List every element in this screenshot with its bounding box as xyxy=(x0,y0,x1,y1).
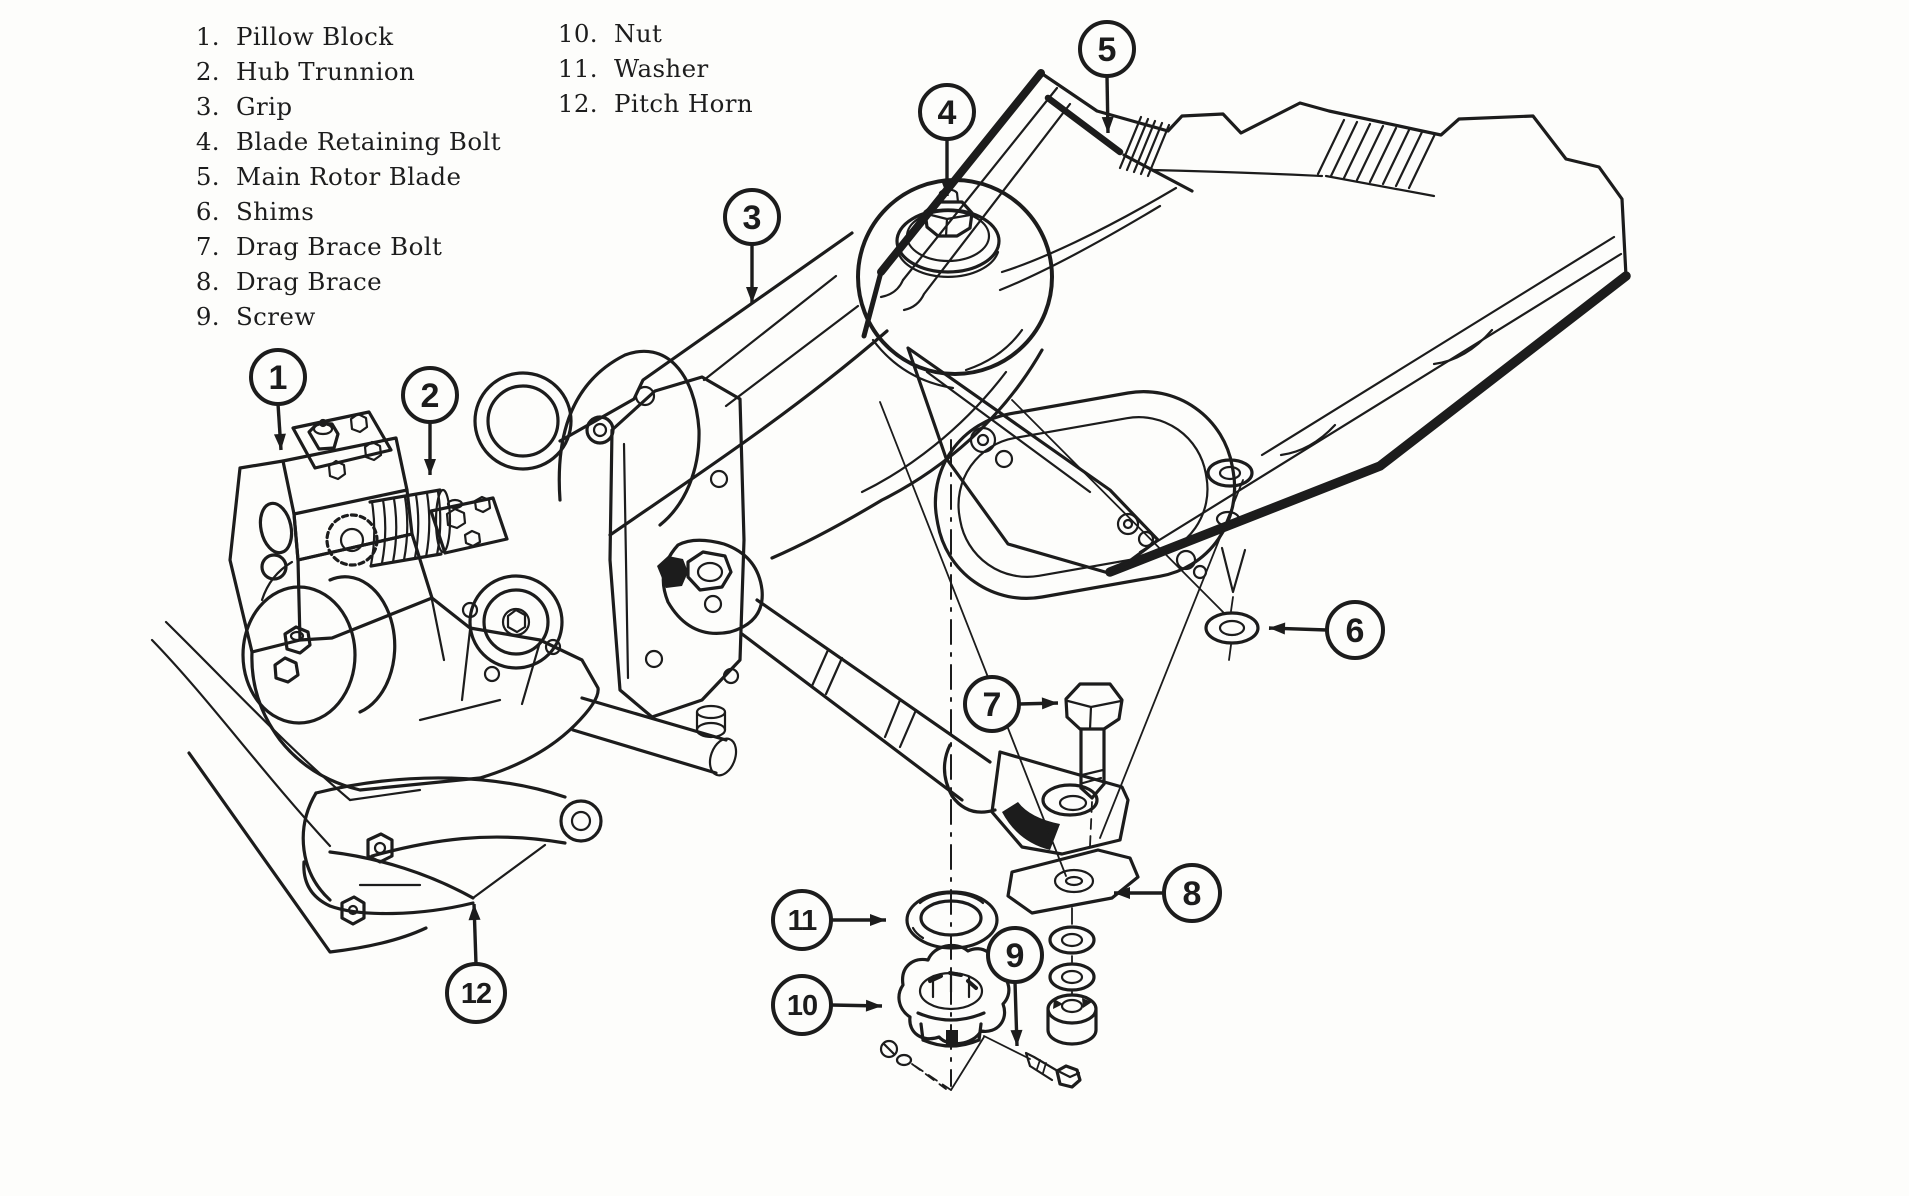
legend-label: Grip xyxy=(236,92,293,121)
callout-3: 3 xyxy=(723,188,781,303)
callout-number: 6 xyxy=(1346,612,1365,650)
legend-number: 9. xyxy=(195,302,220,331)
legend-number: 5. xyxy=(195,162,220,191)
callout-number: 7 xyxy=(983,686,1002,724)
callout-number: 10 xyxy=(787,990,817,1022)
callouts: 1 2 3 4 5 xyxy=(249,20,1385,1047)
callout-number: 11 xyxy=(788,905,818,937)
callout-4: 4 xyxy=(918,83,976,196)
legend-number: 1. xyxy=(195,22,220,51)
callout-8: 8 xyxy=(1114,863,1222,923)
legend-item: 10. Nut xyxy=(540,19,753,54)
legend-label: Washer xyxy=(614,54,709,83)
callout-number: 12 xyxy=(461,978,491,1010)
legend-item: 1. Pillow Block xyxy=(178,22,501,57)
legend-item: 3. Grip xyxy=(178,92,501,127)
callout-7: 7 xyxy=(963,675,1059,733)
legend-number: 8. xyxy=(195,267,220,296)
legend-column-1: 1. Pillow Block 2. Hub Trunnion 3. Grip 4. B… xyxy=(178,22,501,337)
legend-number: 6. xyxy=(195,197,220,226)
callout-circle xyxy=(1325,600,1385,660)
legend-label: Pillow Block xyxy=(236,22,394,51)
legend-number: 10. xyxy=(557,19,598,48)
callout-number: 1 xyxy=(269,359,288,397)
drag-brace-drawing xyxy=(879,399,1260,1087)
callout-circle xyxy=(771,974,833,1036)
callout-number: 2 xyxy=(421,377,440,415)
legend-item: 9. Screw xyxy=(178,302,501,337)
callout-circle xyxy=(1162,863,1222,923)
callout-2: 2 xyxy=(401,366,459,475)
callout-number: 4 xyxy=(938,94,957,132)
callout-number: 8 xyxy=(1183,875,1202,913)
legend-label: Drag Brace xyxy=(236,267,382,296)
callout-number: 9 xyxy=(1006,937,1025,975)
legend-item: 4. Blade Retaining Bolt xyxy=(178,127,501,162)
legend-number: 3. xyxy=(195,92,220,121)
legend-item: 5. Main Rotor Blade xyxy=(178,162,501,197)
legend-label: Shims xyxy=(236,197,315,226)
callout-circle xyxy=(1078,20,1136,78)
hub-assembly-drawing xyxy=(150,349,746,954)
legend-item: 12. Pitch Horn xyxy=(540,89,753,124)
legend-label: Blade Retaining Bolt xyxy=(236,127,501,156)
legend-label: Nut xyxy=(614,19,663,48)
legend-label: Drag Brace Bolt xyxy=(236,232,443,261)
legend-item: 8. Drag Brace xyxy=(178,267,501,302)
callout-11: 11 xyxy=(771,889,886,951)
callout-circle xyxy=(249,348,307,406)
legend-number: 7. xyxy=(195,232,220,261)
pitch-horn-drawing xyxy=(301,776,603,926)
callout-circle xyxy=(986,926,1044,984)
legend-item: 11. Washer xyxy=(540,54,753,89)
legend-label: Pitch Horn xyxy=(614,89,754,118)
callout-10: 10 xyxy=(771,974,883,1036)
legend-number: 11. xyxy=(557,54,598,83)
callout-circle xyxy=(918,83,976,141)
callout-circle xyxy=(445,962,507,1024)
callout-5: 5 xyxy=(1078,20,1136,134)
legend-number: 4. xyxy=(195,127,220,156)
legend-number: 2. xyxy=(195,57,220,86)
callout-1: 1 xyxy=(249,348,307,451)
legend-label: Screw xyxy=(236,302,316,331)
legend-item: 2. Hub Trunnion xyxy=(178,57,501,92)
callout-9: 9 xyxy=(986,926,1044,1047)
callout-circle xyxy=(401,366,459,424)
callout-number: 3 xyxy=(743,199,762,237)
legend-item: 6. Shims xyxy=(178,197,501,232)
legend-label: Main Rotor Blade xyxy=(236,162,462,191)
callout-12: 12 xyxy=(445,903,507,1024)
callout-circle xyxy=(771,889,833,951)
callout-circle xyxy=(723,188,781,246)
nut-washer-screw-drawing xyxy=(879,890,1082,1091)
legend-number: 12. xyxy=(557,89,598,118)
callout-circle xyxy=(963,675,1021,733)
callout-number: 5 xyxy=(1098,31,1117,69)
callout-6: 6 xyxy=(1268,600,1385,660)
legend-item: 7. Drag Brace Bolt xyxy=(178,232,501,267)
main-rotor-blade-drawing xyxy=(861,69,1631,600)
legend-label: Hub Trunnion xyxy=(236,57,416,86)
legend-column-2: 10. Nut 11. Washer 12. Pitch Horn xyxy=(540,19,753,124)
